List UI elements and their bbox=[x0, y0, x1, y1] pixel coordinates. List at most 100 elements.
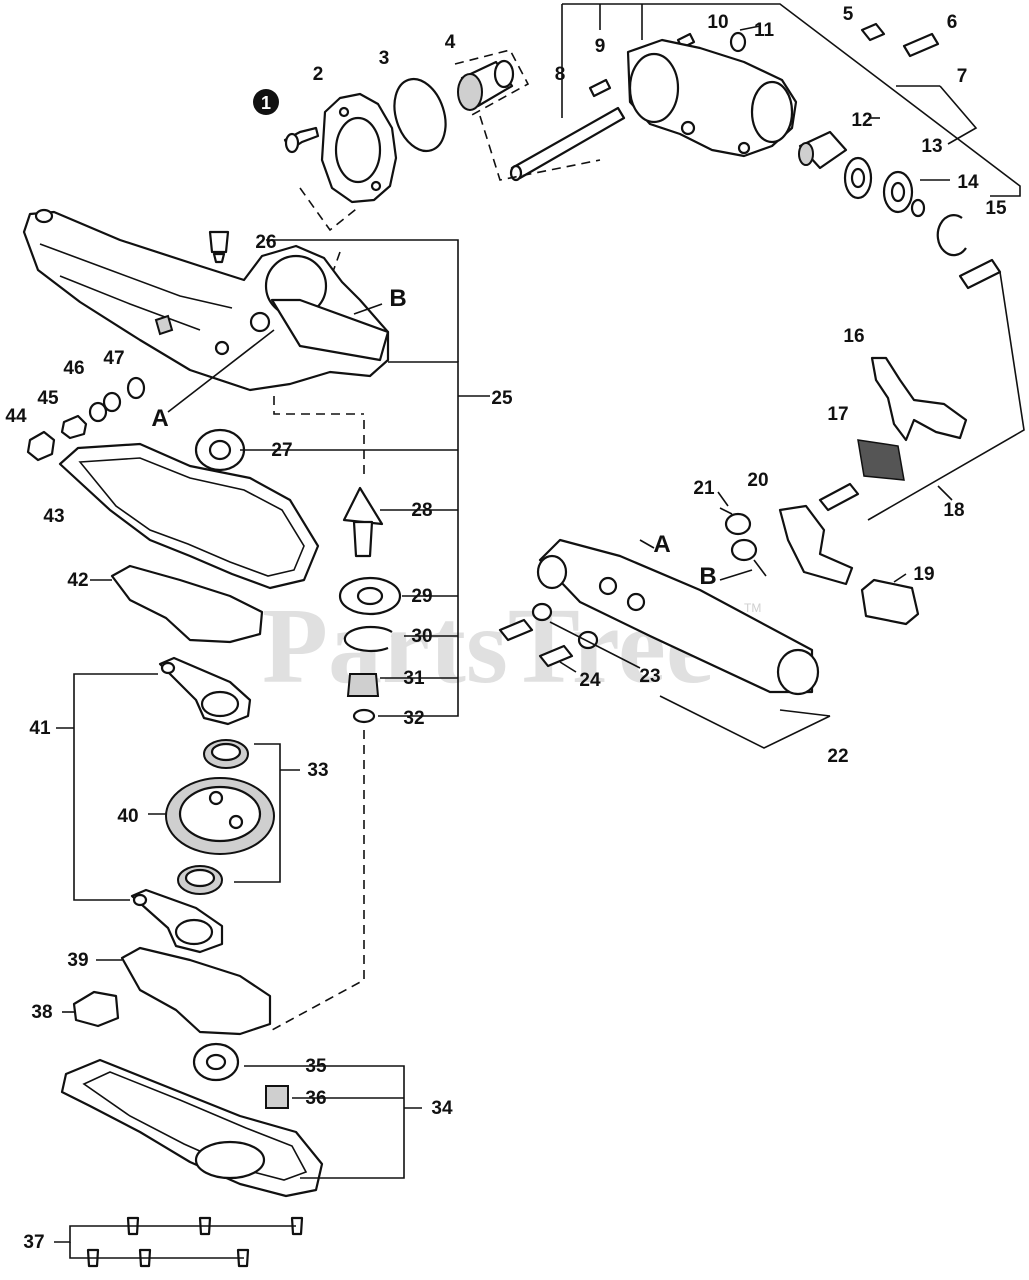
label-37: 37 bbox=[23, 1232, 44, 1253]
label-23: 23 bbox=[639, 666, 660, 687]
label-45: 45 bbox=[37, 388, 59, 409]
washer-32 bbox=[352, 708, 376, 724]
label-9: 9 bbox=[595, 36, 606, 57]
drive-gear-40 bbox=[165, 777, 275, 855]
screw-1 bbox=[283, 126, 320, 154]
label-36: 36 bbox=[305, 1088, 326, 1109]
label-2: 2 bbox=[313, 64, 324, 85]
label-4: 4 bbox=[445, 32, 456, 53]
label-26: 26 bbox=[255, 232, 276, 253]
ref-letter-b-handle: B bbox=[699, 563, 716, 590]
spring-21 bbox=[719, 507, 767, 577]
washers-46 bbox=[88, 391, 122, 423]
grip-19 bbox=[860, 578, 920, 626]
circlip-30 bbox=[343, 625, 393, 653]
label-18: 18 bbox=[943, 500, 964, 521]
label-17: 17 bbox=[827, 404, 848, 425]
switch-17 bbox=[857, 439, 905, 481]
label-10: 10 bbox=[707, 12, 728, 33]
label-8: 8 bbox=[555, 64, 566, 85]
label-13: 13 bbox=[921, 136, 942, 157]
washer-11 bbox=[729, 31, 747, 53]
label-39: 39 bbox=[67, 950, 88, 971]
pinion-4 bbox=[457, 59, 515, 111]
bushing-36 bbox=[265, 1085, 289, 1109]
lever-16 bbox=[870, 356, 968, 442]
label-40: 40 bbox=[117, 806, 138, 827]
nut-45 bbox=[60, 414, 88, 440]
label-34: 34 bbox=[431, 1098, 453, 1119]
connecting-rod-upper bbox=[158, 656, 252, 726]
label-30: 30 bbox=[411, 626, 432, 647]
bushing-23b bbox=[577, 630, 599, 650]
bearing-35 bbox=[192, 1042, 240, 1082]
label-24: 24 bbox=[579, 670, 601, 691]
label-28: 28 bbox=[411, 500, 432, 521]
o-ring-3 bbox=[393, 77, 447, 153]
gear-case-25 bbox=[22, 208, 390, 392]
bushing-23a bbox=[531, 602, 553, 622]
screw-5 bbox=[860, 22, 886, 42]
label-25: 25 bbox=[491, 388, 513, 409]
label-38: 38 bbox=[31, 1002, 52, 1023]
screw-24b bbox=[538, 644, 574, 668]
label-7: 7 bbox=[957, 66, 968, 87]
pin-9 bbox=[588, 78, 612, 98]
bearings-13 bbox=[843, 156, 914, 214]
svg-text:1: 1 bbox=[261, 93, 271, 113]
label-11: 11 bbox=[754, 20, 775, 41]
screw-18a bbox=[958, 258, 1002, 290]
label-14: 14 bbox=[957, 172, 979, 193]
pinion-12 bbox=[798, 130, 848, 170]
screw-24a bbox=[498, 618, 534, 642]
shaft-8 bbox=[509, 106, 626, 182]
screw-18b bbox=[818, 482, 860, 512]
bearing-29 bbox=[338, 576, 402, 616]
label-20: 20 bbox=[747, 470, 768, 491]
plate-39 bbox=[120, 946, 272, 1036]
lower-case-34 bbox=[60, 1058, 324, 1198]
label-22: 22 bbox=[827, 746, 848, 767]
ref-letter-a-case: A bbox=[151, 405, 168, 432]
ref-letter-a-handle: A bbox=[653, 531, 670, 558]
handle-tube-22 bbox=[536, 538, 820, 696]
label-12: 12 bbox=[851, 110, 872, 131]
washer-47 bbox=[126, 376, 146, 400]
label-43: 43 bbox=[43, 506, 64, 527]
label-27: 27 bbox=[271, 440, 292, 461]
pinion-31 bbox=[346, 673, 380, 697]
label-15: 15 bbox=[985, 198, 1007, 219]
gasket-43 bbox=[58, 442, 320, 590]
washer-14 bbox=[910, 198, 926, 218]
label-21: 21 bbox=[693, 478, 715, 499]
label-41: 41 bbox=[29, 718, 51, 739]
callout-marker-1: 1 bbox=[253, 89, 279, 115]
circlip-15 bbox=[936, 214, 967, 257]
label-35: 35 bbox=[305, 1056, 327, 1077]
label-3: 3 bbox=[379, 48, 390, 69]
lever-20 bbox=[778, 504, 854, 586]
label-6: 6 bbox=[947, 12, 958, 33]
nut-44 bbox=[26, 430, 56, 462]
clip-38 bbox=[72, 990, 120, 1028]
label-32: 32 bbox=[403, 708, 424, 729]
label-47: 47 bbox=[103, 348, 124, 369]
label-42: 42 bbox=[67, 570, 88, 591]
label-5: 5 bbox=[843, 4, 854, 25]
gear-case-housing bbox=[626, 38, 798, 158]
screw-6 bbox=[902, 32, 940, 58]
label-16: 16 bbox=[843, 326, 864, 347]
bevel-gear-28 bbox=[342, 486, 384, 558]
connecting-rod-lower bbox=[130, 888, 224, 954]
label-44: 44 bbox=[5, 406, 27, 427]
gear-plate-2 bbox=[320, 92, 398, 204]
label-46: 46 bbox=[63, 358, 84, 379]
label-29: 29 bbox=[411, 586, 432, 607]
watermark-trademark: TM bbox=[744, 601, 761, 615]
label-31: 31 bbox=[403, 668, 425, 689]
plate-42 bbox=[110, 564, 264, 644]
label-19: 19 bbox=[913, 564, 934, 585]
ref-letter-b-case: B bbox=[389, 285, 406, 312]
label-33: 33 bbox=[307, 760, 328, 781]
